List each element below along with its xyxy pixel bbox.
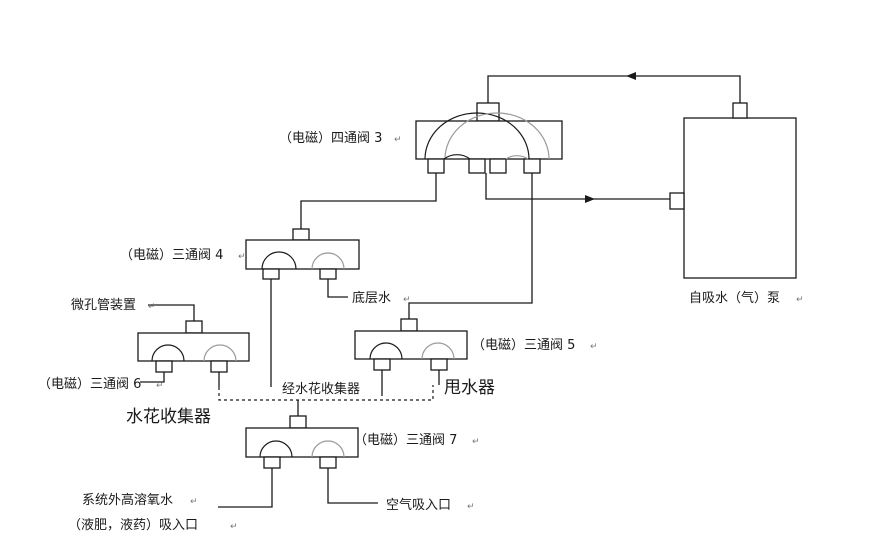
paragraph-mark: ↵ <box>394 135 402 145</box>
labels: （电磁）四通阀 3 ↵ （电磁）三通阀 4 ↵ 自吸水（气）泵 ↵ 微孔管装置 … <box>38 131 804 533</box>
via-collector-label: 经水花收集器 <box>282 381 360 397</box>
valve7-label: （电磁）三通阀 7 <box>354 433 457 448</box>
paragraph-mark: ↵ <box>190 497 198 507</box>
arrow-right-icon <box>585 195 595 203</box>
paragraph-mark: ↵ <box>467 502 475 512</box>
valve6-label: （电磁）三通阀 6 <box>38 377 141 392</box>
three-way-valve-4 <box>245 228 360 280</box>
splash-collector <box>218 385 434 401</box>
flow-arrows <box>585 72 636 203</box>
bottom-water-label: 底层水 <box>352 290 391 306</box>
spinner-label: 甩水器 <box>444 378 495 398</box>
valve4-label: （电磁）三通阀 4 <box>120 248 223 263</box>
fertilizer-inlet-label: （液肥，液药）吸入口 <box>68 518 198 533</box>
micro-tube-label: 微孔管装置 <box>71 298 136 313</box>
paragraph-mark: ↵ <box>238 252 246 262</box>
paragraph-mark: ↵ <box>472 437 480 447</box>
collector-label: 水花收集器 <box>126 407 211 427</box>
valve3-label: （电磁）四通阀 3 <box>279 131 382 146</box>
pipes <box>140 75 741 508</box>
external-water-label: 系统外高溶氧水 <box>82 492 173 508</box>
paragraph-mark: ↵ <box>796 295 804 305</box>
pump-label: 自吸水（气）泵 <box>689 290 780 306</box>
three-way-valve-5 <box>354 318 468 371</box>
four-way-valve-3 <box>415 102 563 174</box>
valve5-label: （电磁）三通阀 5 <box>472 338 575 353</box>
air-inlet-label: 空气吸入口 <box>386 497 451 513</box>
paragraph-mark: ↵ <box>590 342 598 352</box>
paragraph-mark: ↵ <box>156 381 164 391</box>
paragraph-mark: ↵ <box>403 295 411 305</box>
paragraph-mark: ↵ <box>230 522 238 532</box>
three-way-valve-7 <box>245 415 359 469</box>
paragraph-mark: ↵ <box>148 302 156 312</box>
pump <box>669 102 797 279</box>
arrow-left-icon <box>626 72 636 80</box>
three-way-valve-6 <box>137 320 250 373</box>
